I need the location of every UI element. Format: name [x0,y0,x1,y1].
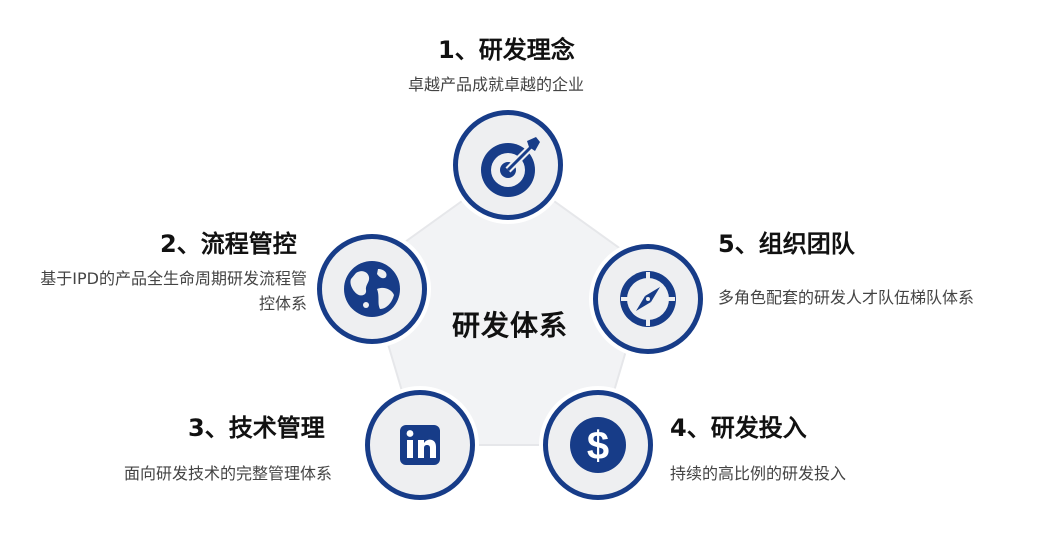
description-5: 多角色配套的研发人才队伍梯队体系 [718,288,975,307]
globe-icon [344,261,400,317]
node-research-investment: $ [543,390,653,500]
node-technology-management [365,390,475,500]
node-process-control [317,234,427,344]
center-title: 研发体系 [451,309,568,342]
compass-icon [620,271,676,327]
description-1: 卓越产品成就卓越的企业 [408,75,585,94]
description-2: 基于IPD的产品全生命周期研发流程管控体系 [40,269,307,313]
description-3: 面向研发技术的完整管理体系 [123,464,332,483]
heading-3: 3、技术管理 [188,414,325,442]
description-4: 持续的高比例的研发投入 [670,464,847,483]
linkedin-icon [400,425,440,465]
target-icon [481,137,540,197]
dollar-icon: $ [570,417,626,473]
heading-2: 2、流程管控 [160,230,297,258]
heading-1: 1、研发理念 [438,36,575,64]
node-research-philosophy [453,110,563,220]
svg-text:$: $ [587,424,609,468]
node-organization-team [593,244,703,354]
heading-4: 4、研发投入 [670,414,807,442]
heading-5: 5、组织团队 [718,230,855,258]
